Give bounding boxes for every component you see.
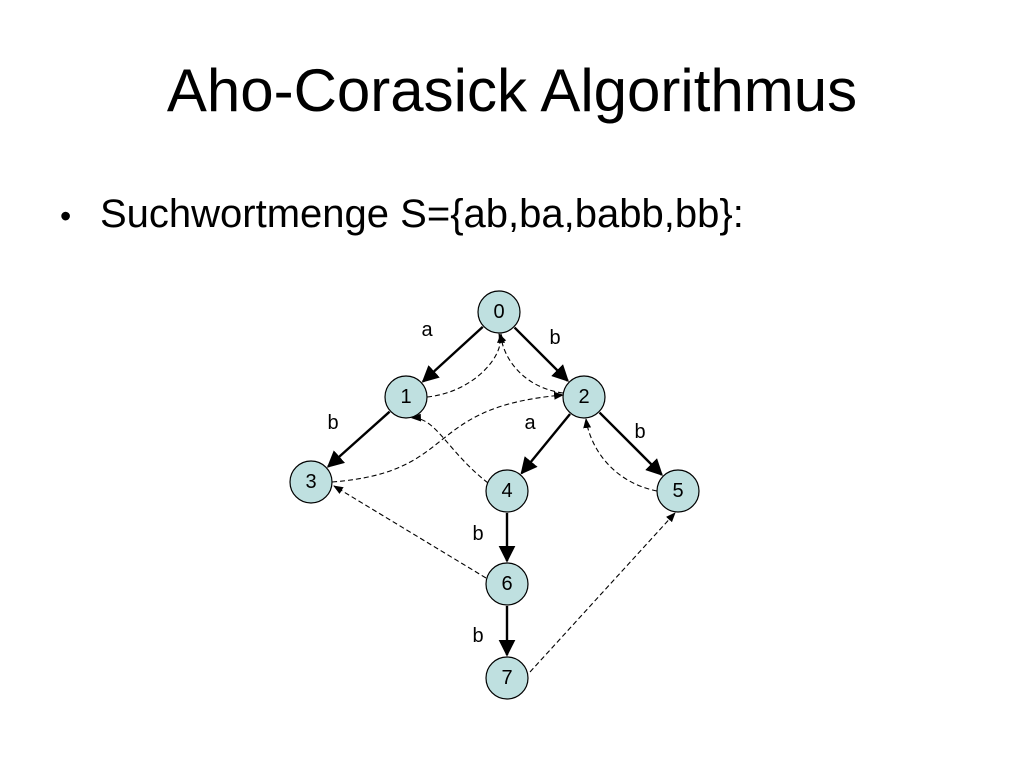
goto-edge-0-1 xyxy=(421,325,484,383)
edge-label-2-4: a xyxy=(524,412,536,434)
state-circle-7 xyxy=(485,656,529,700)
edge-label-2-5: b xyxy=(634,421,645,443)
state-circle-1 xyxy=(384,375,428,419)
bullet-item: • Suchwortmenge S={ab,ba,babb,bb}: xyxy=(60,190,744,238)
failure-edge-6-3 xyxy=(333,485,487,579)
state-circle-2 xyxy=(562,375,606,419)
slide-title: Aho-Corasick Algorithmus xyxy=(166,57,858,124)
goto-edge-0-2 xyxy=(513,326,569,382)
state-label-2: 2 xyxy=(578,386,589,408)
failure-edges xyxy=(331,333,676,673)
state-node-2: 2 xyxy=(562,375,606,419)
state-node-6: 6 xyxy=(485,562,529,606)
failure-edge-5-2 xyxy=(583,418,658,492)
failure-edge-3-2 xyxy=(331,391,564,483)
edge-label-6-7: b xyxy=(472,625,483,647)
state-label-3: 3 xyxy=(305,471,316,493)
edge-label-1-3: b xyxy=(327,412,338,434)
edge-labels: a b b a b b b xyxy=(327,319,645,647)
goto-edge-1-3 xyxy=(326,410,391,468)
edge-label-0-2: b xyxy=(549,327,560,349)
state-node-4: 4 xyxy=(485,469,529,513)
state-node-7: 7 xyxy=(485,656,529,700)
state-circle-3 xyxy=(289,460,333,504)
goto-edges xyxy=(326,325,663,657)
state-circle-5 xyxy=(656,469,700,513)
state-label-7: 7 xyxy=(501,667,512,689)
state-label-6: 6 xyxy=(501,573,512,595)
nodes: 0 1 2 3 4 5 6 7 xyxy=(289,290,700,700)
state-node-3: 3 xyxy=(289,460,333,504)
state-circle-6 xyxy=(485,562,529,606)
state-circle-0 xyxy=(477,290,521,334)
state-node-1: 1 xyxy=(384,375,428,419)
edge-label-0-1: a xyxy=(421,319,433,341)
state-node-5: 5 xyxy=(656,469,700,513)
state-label-5: 5 xyxy=(672,480,683,502)
goto-edge-2-4 xyxy=(520,413,571,475)
state-label-4: 4 xyxy=(501,480,512,502)
bullet-dot-icon: • xyxy=(60,198,72,234)
edge-label-4-6: b xyxy=(472,523,483,545)
state-circle-4 xyxy=(485,469,529,513)
failure-edge-7-5 xyxy=(529,512,676,673)
failure-edge-4-1 xyxy=(411,413,489,484)
goto-edge-2-5 xyxy=(598,411,663,476)
state-label-0: 0 xyxy=(493,301,504,323)
bullet-text: Suchwortmenge S={ab,ba,babb,bb}: xyxy=(100,192,744,236)
state-node-0: 0 xyxy=(477,290,521,334)
state-label-1: 1 xyxy=(400,386,411,408)
